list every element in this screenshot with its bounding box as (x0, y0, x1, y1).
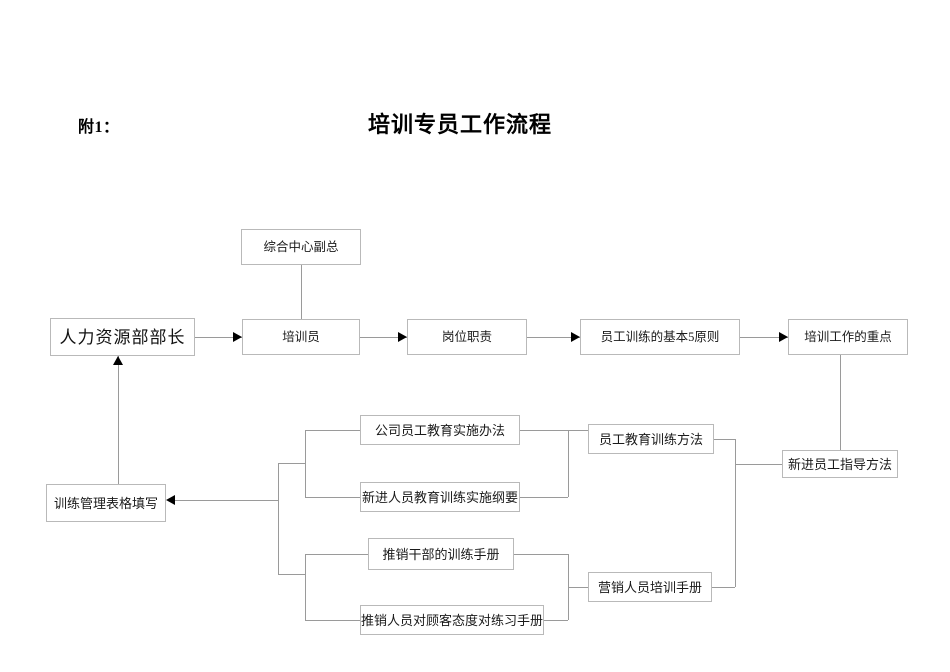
connector-rightbracket-n9 (735, 464, 782, 465)
right-merge-bracket (735, 439, 736, 587)
connector-n12-lowerjoin (514, 554, 568, 555)
connector-n10-upperjoin (520, 497, 568, 498)
node-gangwei-zhize[interactable]: 岗位职责 (407, 319, 527, 355)
node-label: 人力资源部部长 (59, 327, 186, 347)
node-label: 员工训练的基本5原则 (600, 329, 720, 344)
node-label: 公司员工教育实施办法 (374, 422, 505, 438)
connector-n7-upperjoin (520, 430, 588, 431)
connector-n11-n2 (118, 356, 119, 484)
node-label: 推销干部的训练手册 (382, 546, 500, 562)
connector-n3-n4 (360, 337, 407, 338)
node-label: 训练管理表格填写 (53, 495, 158, 511)
arrowhead-n2-n3 (233, 332, 242, 342)
node-renli-ziyuanbu-buzhang[interactable]: 人力资源部部长 (50, 318, 195, 356)
connector-n7-leftstub (305, 430, 360, 431)
upper-doc-merge-bracket (568, 430, 569, 497)
node-xinjin-renyuan-gangyao[interactable]: 新进人员教育训练实施纲要 (360, 482, 520, 512)
connector-lowerjoin-n13 (568, 587, 588, 588)
node-gongsi-yuangong-jiaoyu-banfa[interactable]: 公司员工教育实施办法 (360, 415, 520, 445)
left-upper-subbracket (305, 430, 306, 497)
left-main-bracket (278, 463, 279, 574)
node-yingxiao-renyuan-shouce[interactable]: 营销人员培训手册 (588, 572, 712, 602)
left-lower-subbracket (305, 554, 306, 620)
connector-n14-lowerjoin (544, 620, 568, 621)
connector-n12-leftstub (305, 554, 368, 555)
node-label: 营销人员培训手册 (597, 579, 702, 595)
connector-n6-n9 (840, 355, 841, 450)
connector-n14-leftstub (305, 620, 360, 621)
connector-n2-n3 (195, 337, 242, 338)
connector-n4-n5 (527, 337, 580, 338)
node-label: 培训工作的重点 (804, 329, 892, 344)
arrowhead-n5-n6 (779, 332, 788, 342)
connector-upper-subbracket-main (278, 463, 305, 464)
node-peixunyuan[interactable]: 培训员 (242, 319, 360, 355)
arrowhead-n4-n5 (571, 332, 580, 342)
connector-bracket-n11 (172, 500, 278, 501)
connector-n1-n3 (301, 265, 302, 319)
arrowhead-n3-n4 (398, 332, 407, 342)
node-tuixiao-renyuan-lianxi-shouce[interactable]: 推销人员对顾客态度对练习手册 (360, 605, 544, 635)
page-title: 培训专员工作流程 (368, 112, 553, 137)
node-yuangong-xunlian-5-yuanze[interactable]: 员工训练的基本5原则 (580, 319, 740, 355)
connector-n13-rightbracket (712, 587, 735, 588)
node-peixun-gongzuo-zhongdian[interactable]: 培训工作的重点 (788, 319, 908, 355)
node-xunlian-guanli-biaoge-tianxie[interactable]: 训练管理表格填写 (46, 484, 166, 522)
node-xinjin-yuangong-zhidao-fangfa[interactable]: 新进员工指导方法 (782, 450, 898, 478)
connector-n5-n6 (740, 337, 788, 338)
node-tuixiao-ganbu-shouce[interactable]: 推销干部的训练手册 (368, 538, 514, 570)
node-zonghe-zhongxin-fuzong[interactable]: 综合中心副总 (241, 229, 361, 265)
node-label: 岗位职责 (441, 329, 492, 344)
node-label: 培训员 (282, 329, 320, 344)
node-label: 新进员工指导方法 (787, 456, 892, 472)
connector-n10-leftstub (305, 497, 360, 498)
arrowhead-n11-n2 (113, 356, 123, 365)
node-label: 新进人员教育训练实施纲要 (361, 489, 518, 505)
arrowhead-bracket-n11 (166, 495, 175, 505)
attachment-label: 附1： (78, 119, 120, 136)
connector-lower-subbracket-main (278, 574, 305, 575)
node-label: 员工教育训练方法 (598, 431, 703, 447)
connector-n8-rightbracket (714, 439, 735, 440)
node-yuangong-jiaoyu-xunlian-fangfa[interactable]: 员工教育训练方法 (588, 424, 714, 454)
node-label: 推销人员对顾客态度对练习手册 (361, 612, 544, 628)
node-label: 综合中心副总 (263, 239, 339, 254)
